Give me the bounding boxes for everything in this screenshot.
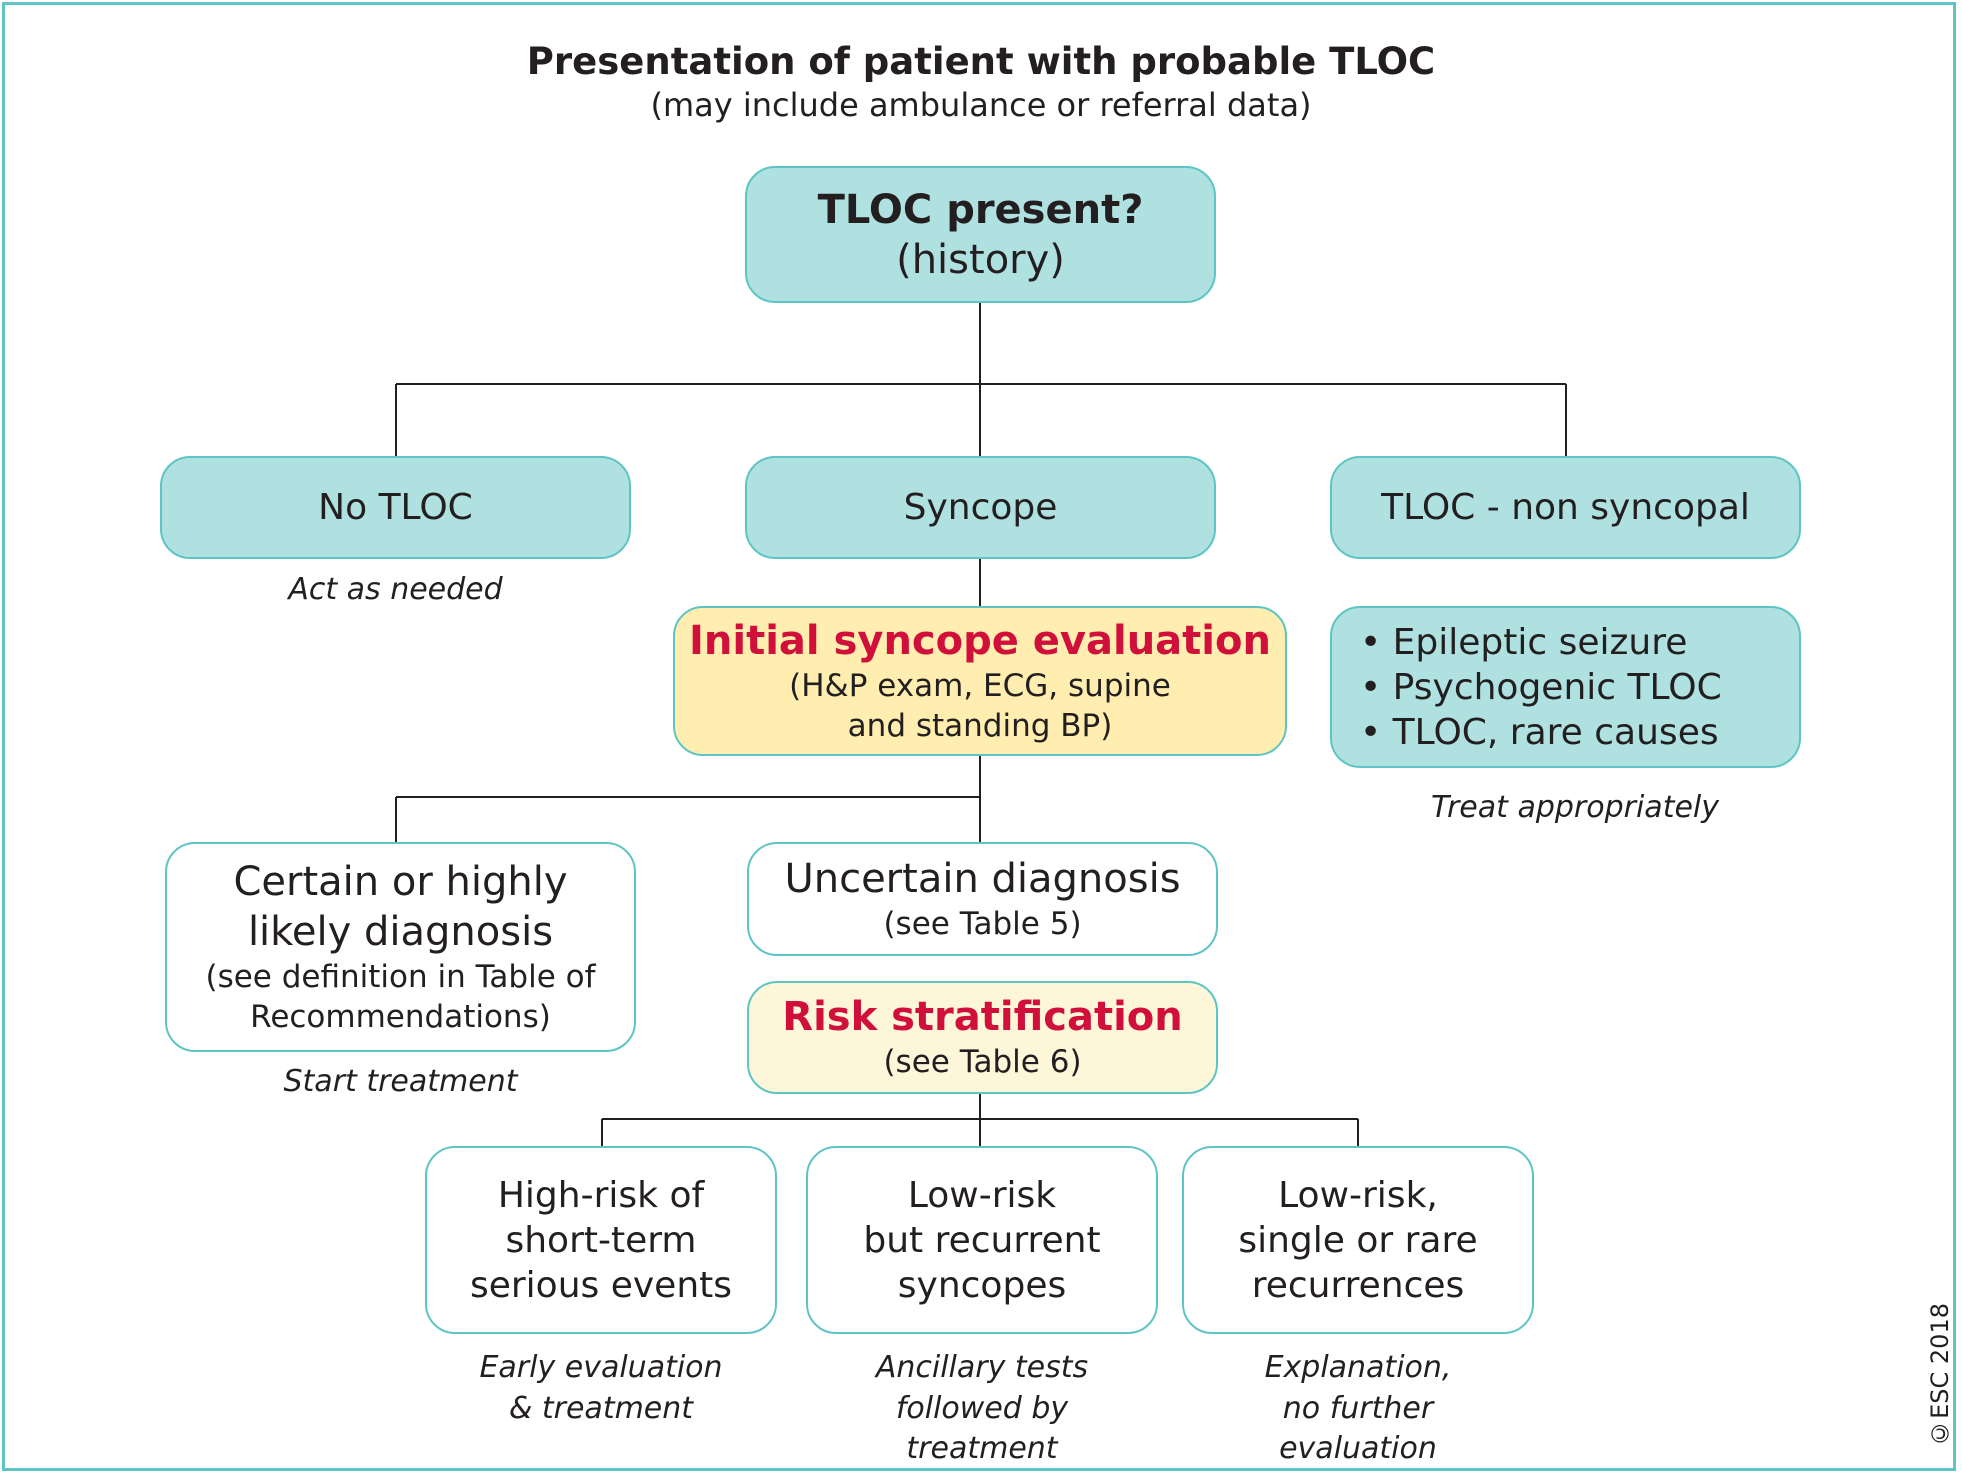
low-risk-recurrent-box: Low-risk but recurrent syncopes: [806, 1146, 1158, 1334]
cause-rare-causes: • TLOC, rare causes: [1360, 711, 1719, 753]
initial-evaluation-box: Initial syncope evaluation (H&P exam, EC…: [673, 606, 1287, 756]
syncope-label: Syncope: [903, 487, 1058, 528]
low-risk-single-note-line2: no further: [1282, 1390, 1434, 1426]
high-risk-box: High-risk of short-term serious events: [425, 1146, 777, 1334]
syncope-box: Syncope: [745, 456, 1216, 559]
risk-stratification-title: Risk stratification: [782, 994, 1183, 1041]
low-risk-recurrent-line1: Low-risk: [907, 1174, 1057, 1216]
cause-psychogenic-tloc: • Psychogenic TLOC: [1360, 666, 1722, 708]
high-risk-line2: short-term: [505, 1219, 697, 1261]
low-risk-single-note-line3: evaluation: [1279, 1431, 1437, 1466]
no-tloc-note: Act as needed: [288, 572, 503, 607]
high-risk-line1: High-risk of: [497, 1174, 705, 1216]
certain-diagnosis-line1: Certain or highly: [233, 858, 568, 905]
non-syncopal-causes-box: • Epileptic seizure • Psychogenic TLOC •…: [1330, 606, 1801, 768]
low-risk-recurrent-note-line3: treatment: [906, 1431, 1058, 1466]
non-syncopal-label: TLOC - non syncopal: [1381, 487, 1750, 528]
high-risk-note-line2: & treatment: [508, 1390, 694, 1426]
high-risk-line3: serious events: [469, 1264, 733, 1306]
copyright-notice: ©ESC 2018: [1926, 1303, 1954, 1447]
low-risk-single-box: Low-risk, single or rare recurrences: [1182, 1146, 1534, 1334]
low-risk-single-line1: Low-risk,: [1278, 1174, 1438, 1216]
cause-epileptic-seizure: • Epileptic seizure: [1360, 621, 1688, 663]
certain-diagnosis-line4: Recommendations): [250, 999, 551, 1035]
high-risk-note: Early evaluation & treatment: [425, 1348, 777, 1429]
certain-diagnosis-note: Start treatment: [283, 1064, 518, 1099]
initial-evaluation-title: Initial syncope evaluation: [689, 617, 1271, 664]
certain-diagnosis-line3: (see definition in Table of: [205, 958, 596, 995]
low-risk-recurrent-line3: syncopes: [897, 1264, 1067, 1306]
low-risk-single-line2: single or rare: [1238, 1219, 1478, 1261]
low-risk-recurrent-line2: but recurrent: [863, 1219, 1101, 1261]
no-tloc-label: No TLOC: [318, 487, 473, 528]
certain-diagnosis-line2: likely diagnosis: [247, 908, 554, 955]
risk-stratification-box: Risk stratification (see Table 6): [747, 981, 1218, 1094]
non-syncopal-box: TLOC - non syncopal: [1330, 456, 1801, 559]
uncertain-diagnosis-box: Uncertain diagnosis (see Table 5): [747, 842, 1218, 956]
low-risk-single-note-line1: Explanation,: [1264, 1350, 1452, 1385]
initial-evaluation-line1: (H&P exam, ECG, supine: [789, 667, 1171, 704]
low-risk-single-line3: recurrences: [1251, 1264, 1465, 1306]
diagram-title: Presentation of patient with probable TL…: [526, 40, 1436, 83]
low-risk-recurrent-note: Ancillary tests followed by treatment: [806, 1348, 1158, 1470]
no-tloc-box: No TLOC: [160, 456, 631, 559]
tloc-present-sublabel: (history): [896, 236, 1065, 283]
high-risk-note-line1: Early evaluation: [479, 1350, 723, 1385]
non-syncopal-note: Treat appropriately: [1430, 790, 1720, 825]
tloc-present-box: TLOC present? (history): [745, 166, 1216, 303]
tloc-present-label: TLOC present?: [817, 186, 1144, 233]
risk-stratification-line2: (see Table 6): [883, 1044, 1082, 1081]
initial-evaluation-line2: and standing BP): [847, 708, 1113, 744]
diagram-subtitle: (may include ambulance or referral data): [650, 86, 1312, 124]
certain-diagnosis-box: Certain or highly likely diagnosis (see …: [165, 842, 636, 1052]
low-risk-recurrent-note-line2: followed by: [895, 1390, 1069, 1426]
low-risk-single-note: Explanation, no further evaluation: [1182, 1348, 1534, 1470]
low-risk-recurrent-note-line1: Ancillary tests: [875, 1350, 1089, 1385]
uncertain-diagnosis-line1: Uncertain diagnosis: [784, 855, 1181, 902]
uncertain-diagnosis-line2: (see Table 5): [883, 905, 1082, 942]
